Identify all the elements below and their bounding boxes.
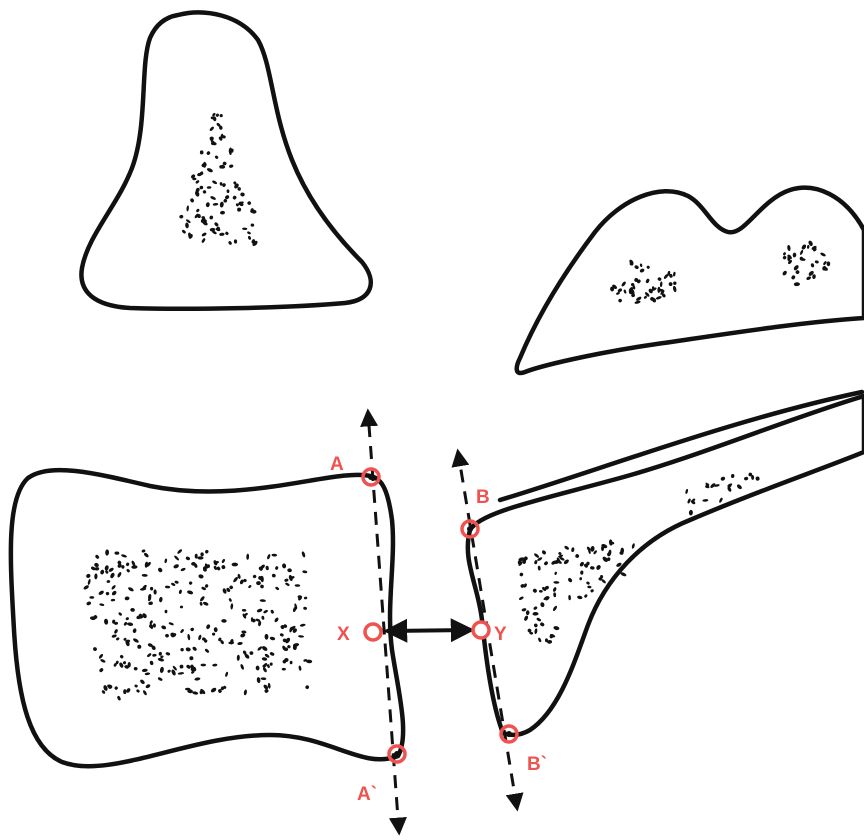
- triangular-bone: [81, 12, 370, 308]
- label-a-prime: A`: [357, 784, 377, 805]
- label-a: A: [330, 454, 344, 475]
- left-rectangular-bone: [11, 470, 403, 766]
- point-y-marker: [473, 622, 489, 638]
- label-y: Y: [494, 624, 507, 645]
- saddle-bone: [517, 188, 864, 373]
- right-elongated-bone: [468, 392, 864, 735]
- point-x-marker: [365, 624, 381, 640]
- label-b-prime: B`: [527, 754, 547, 775]
- measurement-arrow-x-y: [388, 630, 470, 631]
- label-x: X: [337, 624, 350, 645]
- label-b: B: [476, 487, 490, 508]
